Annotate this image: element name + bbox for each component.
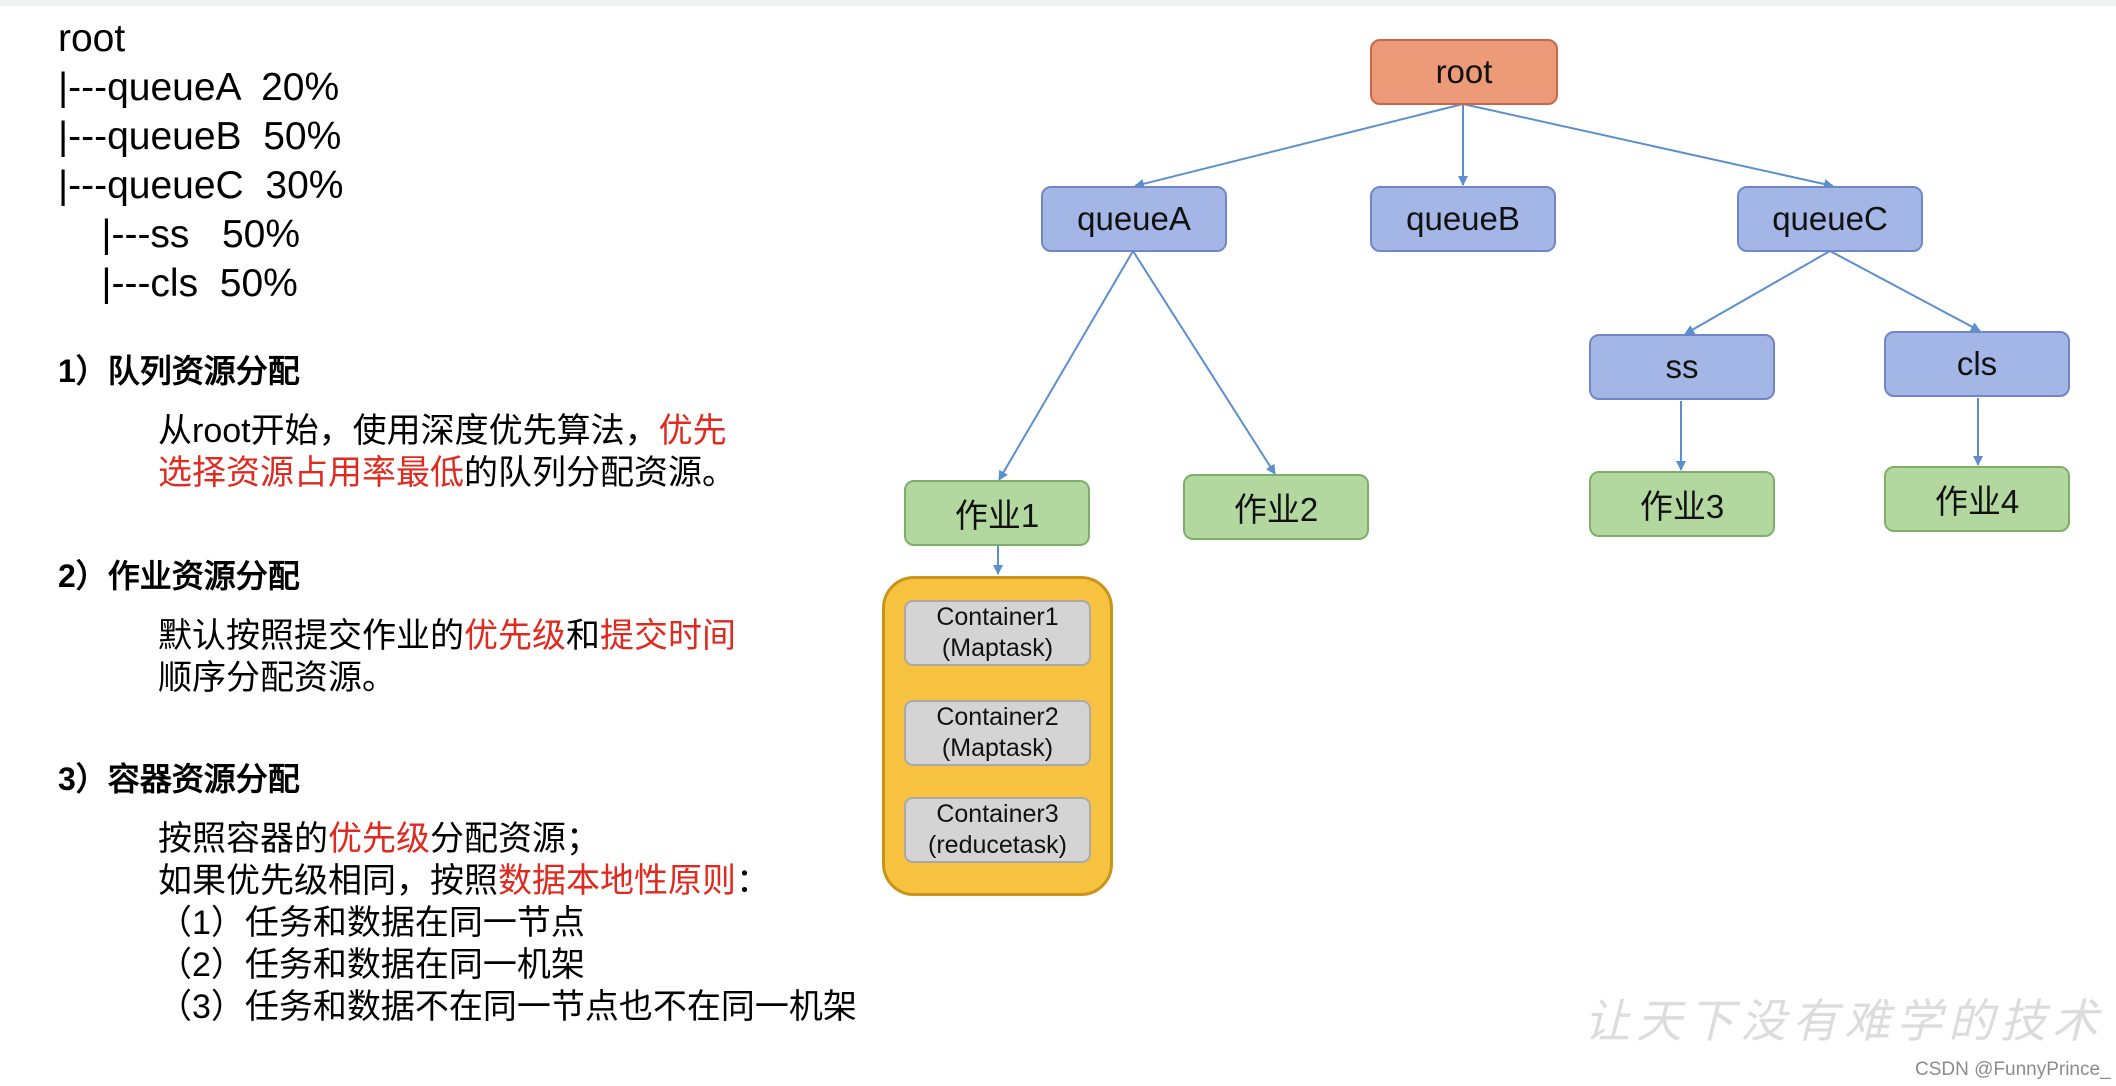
highlight-text: 优先 xyxy=(658,412,727,450)
container-task: (Maptask) xyxy=(941,634,1054,662)
container-node-1: Container1 (Maptask) xyxy=(904,600,1091,666)
edge-root-queueA xyxy=(1134,103,1464,189)
section-2-line-1: 默认按照提交作业的优先级和提交时间 xyxy=(158,615,736,657)
container-task: (reducetask) xyxy=(928,831,1067,859)
text-span: ： xyxy=(736,862,770,900)
tree-line: |---queueB 50% xyxy=(58,115,342,158)
edge-queueC-cls xyxy=(1829,250,1981,332)
container-node-2: Container2 (Maptask) xyxy=(904,700,1091,766)
section-3-title: 3）容器资源分配 xyxy=(58,761,300,797)
text-span: 分配资源； xyxy=(430,820,600,858)
top-border xyxy=(0,0,2116,6)
root-node: root xyxy=(1370,39,1558,105)
container-node-3: Container3 (reducetask) xyxy=(904,797,1091,863)
highlight-text: 选择资源占用率最低 xyxy=(158,454,464,492)
section-1-title: 1）队列资源分配 xyxy=(58,353,300,389)
text-span: 和 xyxy=(566,617,600,655)
job-node-1: 作业1 xyxy=(904,480,1090,546)
section-1-line-2: 选择资源占用率最低的队列分配资源。 xyxy=(158,452,736,494)
queue-node-b: queueB xyxy=(1370,186,1556,252)
section-3-line-1: 按照容器的优先级分配资源； xyxy=(158,818,857,860)
watermark-text: 让天下没有难学的技术 xyxy=(1584,994,2104,1048)
section-1-line-1: 从root开始，使用深度优先算法，优先 xyxy=(158,410,736,452)
highlight-text: 数据本地性原则 xyxy=(498,862,736,900)
queue-node-c: queueC xyxy=(1737,186,1923,252)
highlight-text: 优先级 xyxy=(328,820,430,858)
section-2-line-2: 顺序分配资源。 xyxy=(158,659,396,697)
section-3-line-2: 如果优先级相同，按照数据本地性原则： xyxy=(158,860,857,902)
edge-queueA-job1 xyxy=(998,250,1134,481)
highlight-text: 提交时间 xyxy=(600,617,736,655)
tree-line: |---queueC 30% xyxy=(58,164,344,207)
tree-line: root xyxy=(58,17,126,60)
section-3-line-4: （2）任务和数据在同一机架 xyxy=(158,946,585,984)
tree-line: |---cls 50% xyxy=(58,262,298,305)
section-3-line-5: （3）任务和数据不在同一节点也不在同一机架 xyxy=(158,988,857,1026)
job-node-2: 作业2 xyxy=(1183,474,1369,540)
credit-text: CSDN @FunnyPrince_ xyxy=(1915,1059,2111,1080)
container-task: (Maptask) xyxy=(941,734,1054,762)
container-name: Container1 xyxy=(936,603,1059,631)
section-3-body: 按照容器的优先级分配资源； 如果优先级相同，按照数据本地性原则： （1）任务和数… xyxy=(158,818,857,1028)
queue-tree-text: root |---queueA 20% |---queueB 50% |---q… xyxy=(58,14,343,308)
text-span: 按照容器的 xyxy=(158,820,328,858)
subqueue-node-ss: ss xyxy=(1589,334,1775,400)
text-span: 如果优先级相同，按照 xyxy=(158,862,498,900)
section-3-line-3: （1）任务和数据在同一节点 xyxy=(158,904,585,942)
text-span: 从root开始，使用深度优先算法， xyxy=(158,412,659,450)
job-node-4: 作业4 xyxy=(1884,466,2070,532)
container-name: Container2 xyxy=(936,703,1059,731)
subqueue-node-cls: cls xyxy=(1884,331,2070,397)
tree-line: |---ss 50% xyxy=(58,213,300,256)
section-1-body: 从root开始，使用深度优先算法，优先 选择资源占用率最低的队列分配资源。 xyxy=(158,410,736,494)
edge-queueC-ss xyxy=(1684,250,1831,335)
section-2-title: 2）作业资源分配 xyxy=(58,558,300,594)
tree-line: |---queueA 20% xyxy=(58,66,340,109)
edge-root-queueC xyxy=(1462,103,1834,189)
section-2-body: 默认按照提交作业的优先级和提交时间 顺序分配资源。 xyxy=(158,615,736,699)
text-span: 默认按照提交作业的 xyxy=(158,617,464,655)
edge-queueA-job2 xyxy=(1132,250,1276,475)
job-node-3: 作业3 xyxy=(1589,471,1775,537)
highlight-text: 优先级 xyxy=(464,617,566,655)
queue-node-a: queueA xyxy=(1041,186,1227,252)
text-span: 的队列分配资源。 xyxy=(464,454,736,492)
container-name: Container3 xyxy=(936,800,1059,828)
